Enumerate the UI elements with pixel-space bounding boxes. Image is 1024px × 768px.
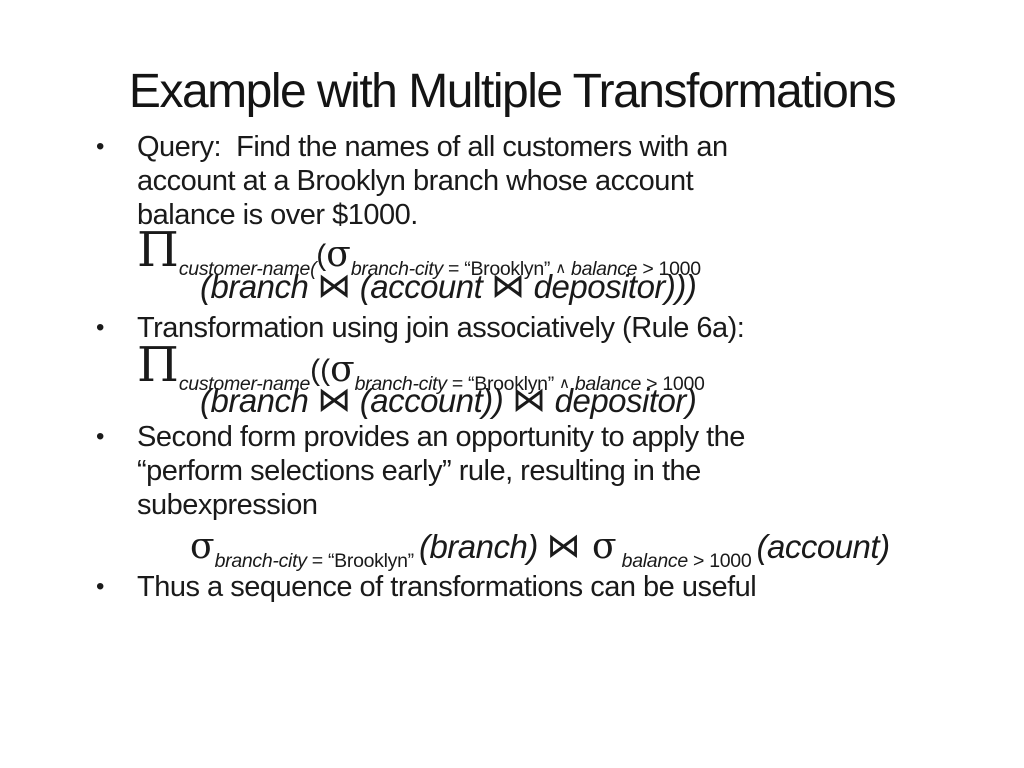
natural-join-symbol: ⋈ <box>546 526 581 566</box>
bullet-line: balance is over $1000. <box>137 199 418 231</box>
and-operator: ∧ <box>559 374 570 392</box>
selection-attr: balance <box>569 373 642 395</box>
bullet-line: Transformation using join associatively … <box>137 312 745 344</box>
bullet-line: Query: Find the names of all customers w… <box>137 131 728 163</box>
selection-value: = “Brooklyn” <box>306 550 419 572</box>
bullet-item-second-form: • Second form provides an opportunity to… <box>96 420 745 522</box>
bullet-text: Transformation using join associatively … <box>137 311 745 345</box>
pi-projection-symbol: Π <box>137 337 179 393</box>
bullet-marker: • <box>96 133 105 160</box>
selection-attr: branch-city <box>354 373 447 395</box>
relation-operand: depositor))) <box>524 268 697 305</box>
formula1-row2: (branch ⋈ (account ⋈ depositor))) <box>200 266 697 312</box>
selection-value: > 1000 <box>641 373 705 395</box>
selection-attr: branch-city <box>214 550 307 572</box>
bullet-marker: • <box>96 423 105 450</box>
bullet-marker: • <box>96 573 105 600</box>
bullet-line: subexpression <box>137 489 318 521</box>
formula1-row1: Πcustomer-name((σbranch-city = “Brooklyn… <box>137 226 701 293</box>
relation-operand: (account)) <box>351 382 512 419</box>
formula2-row1: Πcustomer-name((σbranch-city = “Brooklyn… <box>137 341 705 408</box>
bullet-line: Second form provides an opportunity to a… <box>137 421 745 453</box>
relation-operand: (account <box>351 268 491 305</box>
selection-value: > 1000 <box>687 550 757 572</box>
natural-join-symbol: ⋈ <box>317 266 352 306</box>
open-paren: ( <box>316 239 327 272</box>
selection-attr: branch-city <box>350 258 443 280</box>
selection-attr: balance <box>565 258 638 280</box>
bullet-line: Thus a sequence of transformations can b… <box>137 571 757 603</box>
natural-join-symbol: ⋈ <box>511 380 546 420</box>
pi-projection-symbol: Π <box>137 222 179 278</box>
open-paren: (( <box>310 354 331 387</box>
bullet-text: Thus a sequence of transformations can b… <box>137 570 757 604</box>
bullet-item-query: • Query: Find the names of all customers… <box>96 130 728 232</box>
sigma-selection-symbol: σ <box>190 526 215 567</box>
and-operator: ∧ <box>555 259 566 277</box>
sigma-selection-symbol: σ <box>330 349 355 390</box>
natural-join-symbol: ⋈ <box>490 266 525 306</box>
bullet-line: “perform selections early” rule, resulti… <box>137 455 701 487</box>
bullet-text: Second form provides an opportunity to a… <box>137 420 745 522</box>
relation-operand: (branch <box>200 268 318 305</box>
selection-value: = “Brooklyn” <box>446 373 560 395</box>
bullet-item-conclusion: • Thus a sequence of transformations can… <box>96 570 757 604</box>
relation-operand: depositor) <box>545 382 697 419</box>
projection-subscript: customer-name <box>178 373 311 395</box>
relation-operand: (branch <box>200 382 318 419</box>
bullet-line: account at a Brooklyn branch whose accou… <box>137 165 694 197</box>
relation-operand: (account) <box>756 528 891 565</box>
selection-value: > 1000 <box>637 258 701 280</box>
bullet-marker: • <box>96 314 105 341</box>
sigma-selection-symbol: σ <box>326 234 351 275</box>
relation-operand: (branch) <box>418 528 547 565</box>
selection-attr: balance <box>616 550 689 572</box>
projection-subscript: customer-name( <box>178 258 317 280</box>
slide-title: Example with Multiple Transformations <box>128 65 897 118</box>
natural-join-symbol: ⋈ <box>317 380 352 420</box>
selection-value: = “Brooklyn” <box>442 258 556 280</box>
formula3-row: σbranch-city = “Brooklyn” (branch) ⋈ σ b… <box>190 524 890 583</box>
sigma-selection-symbol: σ <box>580 526 617 567</box>
formula2-row2: (branch ⋈ (account)) ⋈ depositor) <box>200 380 697 426</box>
bullet-item-transformation: • Transformation using join associativel… <box>96 311 745 345</box>
bullet-text: Query: Find the names of all customers w… <box>137 130 728 232</box>
